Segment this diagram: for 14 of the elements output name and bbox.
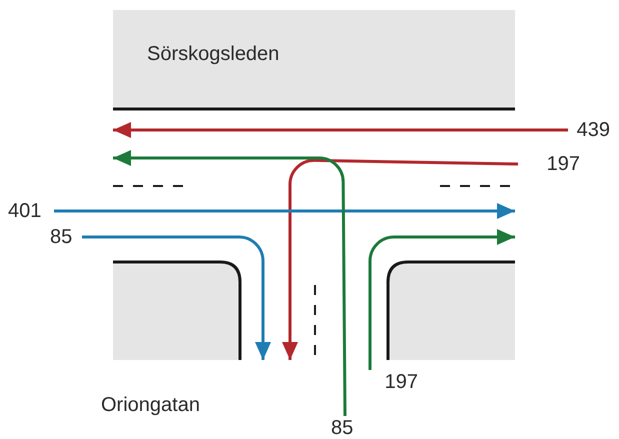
- flow-count: 85: [50, 226, 72, 248]
- flow-count: 197: [384, 371, 418, 393]
- flow-arrow: [54, 203, 515, 219]
- flow-arrow: [82, 236, 271, 360]
- street-name: Oriongatan: [101, 393, 200, 417]
- flow-arrow: [113, 122, 568, 138]
- street-name: Sörskogsleden: [147, 42, 280, 66]
- flow-arrow: [282, 158, 518, 360]
- flow-count: 85: [331, 417, 354, 439]
- flow-count: 401: [8, 200, 42, 222]
- flow-count: 439: [576, 119, 610, 141]
- flow-count: 197: [546, 153, 580, 175]
- flow-arrow: [368, 229, 515, 370]
- flow-arrow: [113, 150, 346, 416]
